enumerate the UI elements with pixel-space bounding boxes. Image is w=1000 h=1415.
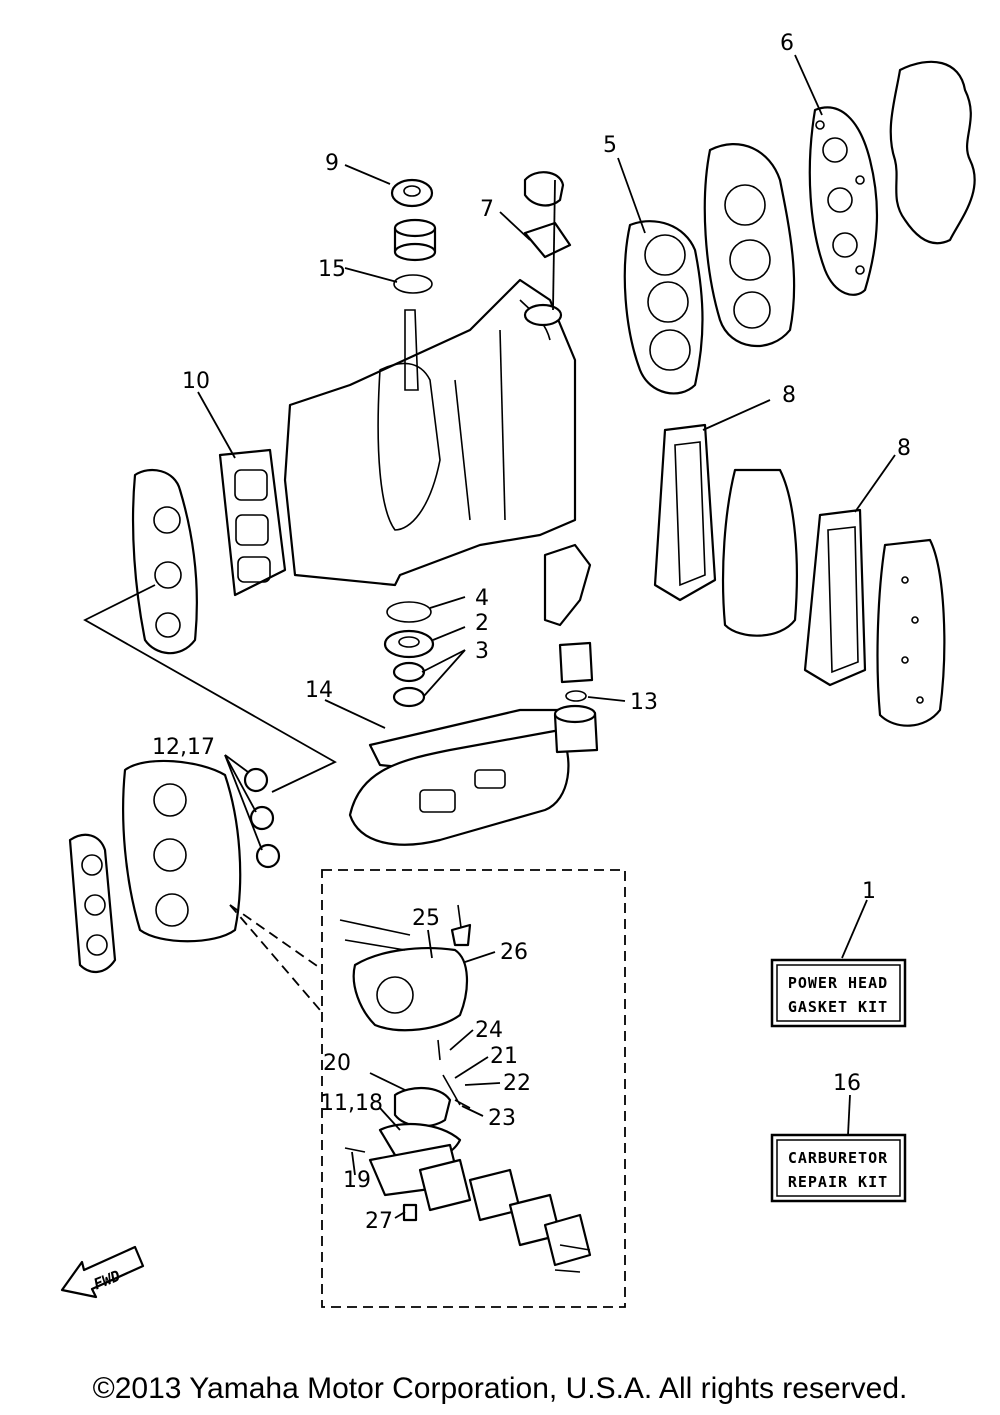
callout-23: 23 [488, 1106, 516, 1131]
reed-valve-assembly-part [368, 1143, 592, 1267]
oil-seal-pair-part [392, 661, 426, 683]
float-bowl-part [393, 1086, 452, 1128]
power-head-kit-line2: GASKET KIT [788, 998, 888, 1016]
callout-2: 2 [475, 611, 489, 636]
thermostat-cover-part [523, 171, 565, 207]
callout-10: 10 [182, 369, 210, 394]
exhaust-outer-gasket-part [803, 508, 867, 687]
bearing-part [393, 218, 437, 262]
exhaust-guide-gasket-part [348, 708, 572, 846]
clip-3-part [255, 843, 281, 869]
clip-1-part [243, 767, 269, 793]
callout-21: 21 [490, 1044, 518, 1069]
intake-manifold-part [131, 468, 198, 655]
exhaust-cover-part [889, 60, 976, 245]
thermostat-housing-part [543, 543, 592, 627]
callout-8a: 8 [782, 383, 796, 408]
cylinder-head-part [703, 143, 796, 348]
carburetor-body-part [339, 919, 469, 1032]
filter-part [553, 704, 599, 754]
callout-25: 25 [412, 906, 440, 931]
carburetor-bank-part [122, 759, 242, 943]
spring-part [558, 641, 594, 684]
needle-cap-part [450, 923, 472, 947]
callout-11-18: 11,18 [320, 1091, 383, 1116]
callout-1: 1 [862, 879, 876, 904]
drain-screw-part [402, 1203, 418, 1222]
parts-diagram: POWER HEAD GASKET KIT CARBURETOR REPAIR … [60, 31, 976, 1308]
o-ring-part [393, 274, 433, 294]
cylinder-block-part [283, 278, 577, 587]
copyright-notice: ©2013 Yamaha Motor Corporation, U.S.A. A… [92, 1372, 908, 1405]
thermostat-gasket-part [523, 221, 572, 259]
callout-8b: 8 [897, 436, 911, 461]
callout-13: 13 [630, 690, 658, 715]
callout-6: 6 [780, 31, 794, 56]
carburetor-gasket-part [68, 833, 117, 973]
carburetor-kit-line2: REPAIR KIT [788, 1173, 888, 1191]
carburetor-repair-kit-box: CARBURETOR REPAIR KIT [770, 1133, 907, 1203]
o-ring-13-part [565, 690, 587, 702]
callout-16: 16 [833, 1071, 861, 1096]
callout-9: 9 [325, 151, 339, 176]
callout-19: 19 [343, 1168, 371, 1193]
small-screw-1-part [344, 1147, 366, 1153]
callout-26: 26 [500, 940, 528, 965]
callout-12-17: 12,17 [152, 735, 215, 760]
carburetor-kit-line1: CARBURETOR [788, 1149, 888, 1167]
power-head-kit-line1: POWER HEAD [788, 974, 888, 992]
exhaust-cover-gasket-part [653, 423, 717, 602]
callout-20: 20 [323, 1051, 351, 1076]
exhaust-outer-cover-part [876, 538, 946, 727]
callout-3: 3 [475, 639, 489, 664]
callout-15: 15 [318, 257, 346, 282]
callout-4: 4 [475, 586, 489, 611]
intake-gasket-part [218, 448, 287, 597]
callout-27: 27 [365, 1209, 393, 1234]
callout-5: 5 [603, 133, 617, 158]
clip-2-part [249, 805, 275, 831]
callout-7: 7 [480, 197, 494, 222]
oil-seal-part [390, 178, 434, 208]
callout-22: 22 [503, 1071, 531, 1096]
fwd-arrow-icon: FWD [60, 1245, 145, 1299]
power-head-gasket-kit-box: POWER HEAD GASKET KIT [770, 958, 907, 1028]
callout-24: 24 [475, 1018, 503, 1043]
oil-seal-lower-part [383, 629, 435, 659]
exhaust-gasket-part [808, 106, 879, 296]
o-ring-lower-part [386, 601, 432, 623]
carburetor-detail-box [321, 869, 626, 1308]
callout-14: 14 [305, 678, 333, 703]
head-gasket-part [623, 220, 704, 395]
exhaust-inner-cover-part [721, 468, 798, 637]
